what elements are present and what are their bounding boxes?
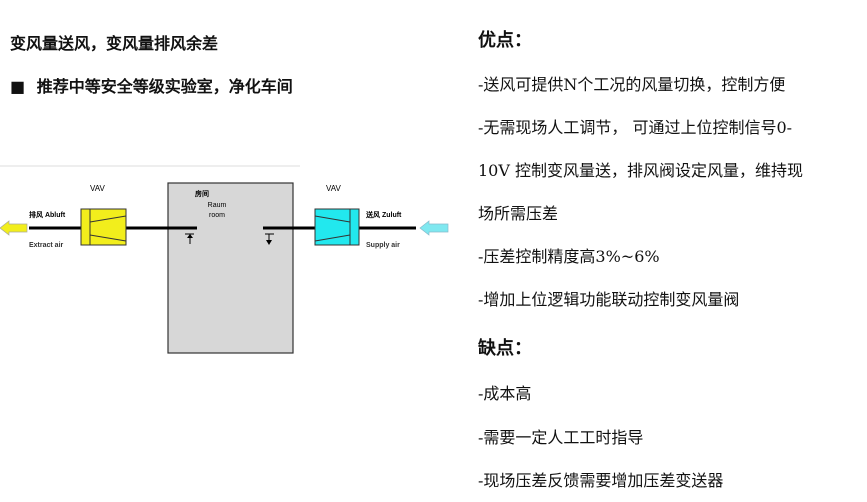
pros-item: 场所需压差	[478, 204, 559, 223]
extract-air-label: Extract air	[29, 242, 64, 249]
supply-vav-damper-icon	[314, 208, 360, 246]
cons-title: 缺点：	[478, 338, 532, 359]
bullet-icon: ■	[10, 77, 26, 96]
pros-item: -送风可提供N个工况的风量切换，控制方便	[478, 75, 786, 94]
pros-title: 优点：	[478, 30, 532, 51]
vav-diagram: 房间 Raum room VAV 排风 Abluft Extract air V…	[0, 165, 449, 354]
pros-item: 10V 控制变风量送，排风阀设定风量，维持现	[478, 161, 804, 180]
room-cn: 房间	[195, 189, 209, 198]
room-box	[167, 182, 294, 354]
cons-item: -现场压差反馈需要增加压差变送器	[478, 471, 724, 490]
exhaust-arrow-icon	[0, 220, 28, 236]
supply-label: 送风 Zuluft	[365, 210, 402, 219]
cons-item: -需要一定人工工时指导	[478, 428, 644, 447]
recommendation: ■ 推荐中等安全等级实验室，净化车间	[10, 73, 293, 97]
supply-air-label: Supply air	[366, 242, 400, 249]
supply-grille-icon	[265, 233, 274, 245]
exhaust-grille-icon	[185, 233, 194, 244]
exhaust-vav-damper-icon	[80, 208, 127, 246]
room-en: room	[209, 212, 225, 219]
pros-item: -增加上位逻辑功能联动控制变风量阀	[478, 290, 740, 309]
vav-right-label: VAV	[326, 184, 341, 193]
heading: 变风量送风，变风量排风余差	[10, 34, 219, 53]
exhaust-label: 排风 Abluft	[29, 210, 66, 219]
supply-arrow-icon	[419, 220, 449, 236]
vav-left-label: VAV	[90, 184, 105, 193]
pros-item: -压差控制精度高3%~6%	[478, 247, 660, 266]
recommendation-text: 推荐中等安全等级实验室，净化车间	[36, 77, 293, 96]
cons-item: -成本高	[478, 384, 532, 403]
pros-item: -无需现场人工调节， 可通过上位控制信号0-	[478, 118, 793, 137]
room-de: Raum	[208, 202, 227, 209]
